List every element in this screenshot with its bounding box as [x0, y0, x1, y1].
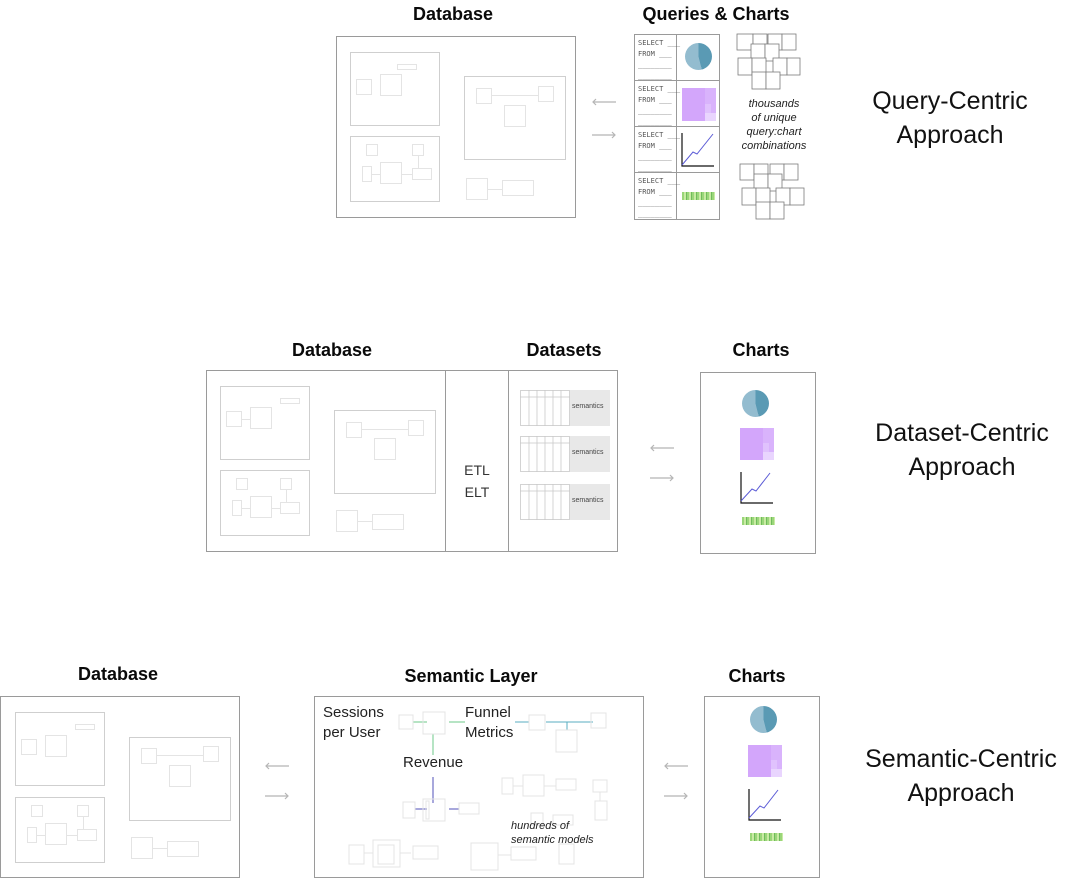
database-title-3: Database — [77, 664, 159, 684]
arrow-right-icon — [650, 474, 674, 482]
charts-title-3: Charts — [728, 666, 786, 686]
query-chart-stack-icon — [736, 33, 801, 90]
database-title-1: Database — [412, 4, 494, 24]
charts-title-2: Charts — [732, 340, 790, 360]
semantics-label: semantics — [572, 403, 604, 410]
sql-snippet: SELECT ___FROM ___________________ — [638, 39, 681, 80]
line-chart-icon — [681, 133, 714, 167]
charts-box-2 — [700, 372, 816, 554]
database-box-1 — [336, 36, 576, 218]
pie-chart-icon — [750, 706, 777, 733]
heatmap-chart-icon — [750, 833, 783, 841]
arrow-left-icon — [650, 444, 674, 452]
arrow-right-icon — [664, 792, 688, 800]
treemap-chart-icon — [748, 745, 782, 777]
line-chart-icon — [748, 789, 781, 821]
dataset-table: semantics — [520, 390, 610, 426]
dataset-table: semantics — [520, 436, 610, 472]
arrow-left-icon — [592, 98, 616, 106]
arrow-left-icon — [664, 762, 688, 770]
charts-box-3 — [704, 696, 820, 878]
pie-chart-icon — [685, 43, 712, 70]
semantic-layer-title: Semantic Layer — [404, 666, 538, 686]
query-chart-stack-icon — [739, 163, 805, 220]
treemap-chart-icon — [682, 88, 716, 121]
heatmap-chart-icon — [742, 517, 775, 525]
treemap-chart-icon — [740, 428, 774, 460]
database-box-3 — [0, 696, 240, 878]
sql-snippet: SELECT ___FROM ___________________ — [638, 85, 681, 126]
arrow-right-icon — [592, 131, 616, 139]
query-chart-table: SELECT ___FROM ___________________ SELEC… — [634, 34, 720, 220]
heatmap-chart-icon — [682, 192, 715, 200]
sql-snippet: SELECT ___FROM ___________________ — [638, 131, 681, 172]
datasets-title: Datasets — [526, 340, 602, 360]
semantics-label: semantics — [572, 449, 604, 456]
arrow-left-icon — [265, 762, 289, 770]
semantics-label: semantics — [572, 497, 604, 504]
queries-charts-title: Queries & Charts — [642, 4, 790, 24]
sql-snippet: SELECT ___FROM ___________________ — [638, 177, 681, 218]
line-chart-icon — [740, 472, 773, 504]
arrow-right-icon — [265, 792, 289, 800]
metric-revenue: Revenue — [403, 754, 464, 771]
dataset-table: semantics — [520, 484, 610, 520]
pie-chart-icon — [742, 390, 769, 417]
database-title-2: Database — [291, 340, 373, 360]
